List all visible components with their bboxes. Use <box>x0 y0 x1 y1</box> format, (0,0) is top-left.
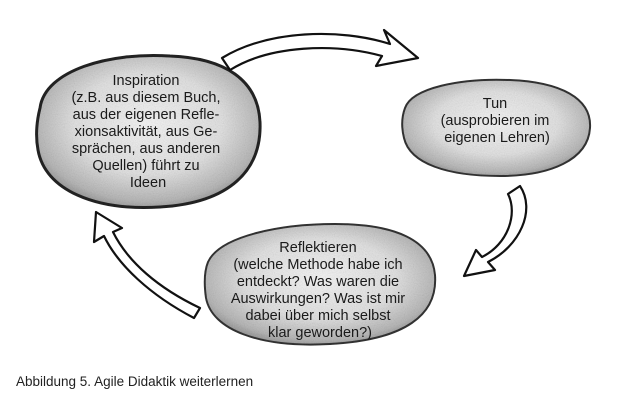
reflektieren-text: Reflektieren (welche Methode habe ich en… <box>231 240 409 341</box>
tun-node: Tun (ausprobieren im eigenen Lehren) <box>401 78 592 178</box>
reflektieren-line: (welche Methode habe ich <box>233 257 402 273</box>
inspiration-line: xionsaktivität, aus Ge- <box>75 124 218 140</box>
figure-caption: Abbildung 5. Agile Didaktik weiterlernen <box>16 374 254 389</box>
arrow-tun-to-reflektieren <box>462 184 528 278</box>
reflektieren-line: dabei über mich selbst <box>245 308 390 324</box>
reflektieren-line: Auswirkungen? Was ist mir <box>231 291 405 307</box>
tun-line: Tun <box>483 96 507 112</box>
inspiration-line: Ideen <box>130 175 166 191</box>
inspiration-text: Inspiration (z.B. aus diesem Buch, aus d… <box>71 73 224 191</box>
inspiration-line: aus der eigenen Refle- <box>73 107 220 123</box>
tun-text: Tun (ausprobieren im eigenen Lehren) <box>441 96 554 146</box>
reflektieren-line: klar geworden?) <box>268 325 372 341</box>
inspiration-line: Quellen) führt zu <box>92 158 199 174</box>
reflektieren-node: Reflektieren (welche Methode habe ich en… <box>203 222 437 346</box>
tun-line: (ausprobieren im <box>441 113 550 129</box>
reflektieren-line: Reflektieren <box>279 240 356 256</box>
tun-stone-shape <box>401 78 592 178</box>
inspiration-node: Inspiration (z.B. aus diesem Buch, aus d… <box>35 53 262 209</box>
inspiration-line: Inspiration <box>113 73 180 89</box>
reflektieren-stone-shape <box>203 222 437 346</box>
tun-line: eigenen Lehren) <box>444 130 550 146</box>
reflektieren-line: entdeckt? Was waren die <box>237 274 399 290</box>
arrow-inspiration-to-tun <box>220 28 420 72</box>
arrow-reflektieren-to-inspiration <box>92 210 202 320</box>
inspiration-line: (z.B. aus diesem Buch, <box>71 90 220 106</box>
inspiration-line: sprächen, aus anderen <box>72 141 220 157</box>
inspiration-stone-shape <box>35 53 262 209</box>
